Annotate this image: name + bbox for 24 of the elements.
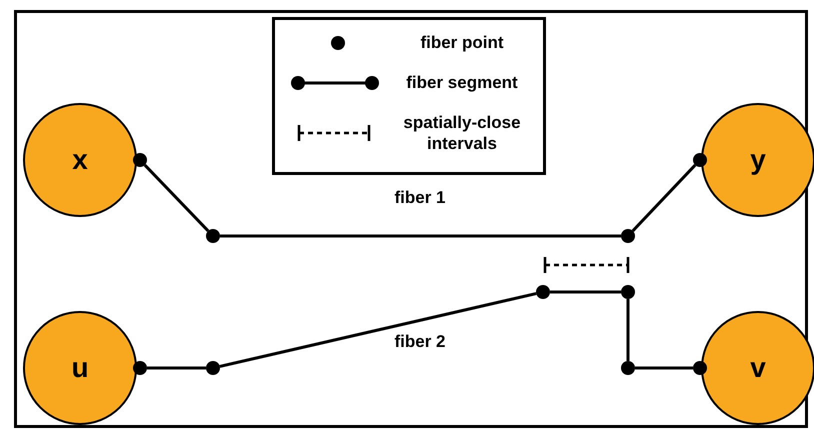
fiber-point [621, 285, 635, 299]
fiber-point [621, 229, 635, 243]
fiber-segment [635, 366, 693, 370]
legend-label: fiber point [419, 32, 505, 53]
node-label: v [750, 352, 766, 384]
fiber-point [693, 153, 707, 167]
fiber-segment [144, 164, 210, 232]
node-label: u [71, 352, 89, 384]
fiber-point [536, 285, 550, 299]
fiber-point [206, 361, 220, 375]
fiber-point [693, 361, 707, 375]
fiber-point [621, 361, 635, 375]
fiber-segment [219, 292, 537, 368]
fiber-segment [632, 164, 696, 232]
node-label: x [72, 144, 88, 176]
fiber-segment [550, 290, 621, 294]
legend-label: fiber segment [405, 72, 519, 93]
fiber-point [206, 229, 220, 243]
fiber-segment [626, 299, 630, 361]
fiber-segment [147, 366, 206, 370]
fiber-point [133, 361, 147, 375]
node-label: y [750, 144, 766, 176]
legend-label: spatially-close intervals [402, 112, 522, 154]
fiber-segment [220, 234, 621, 238]
